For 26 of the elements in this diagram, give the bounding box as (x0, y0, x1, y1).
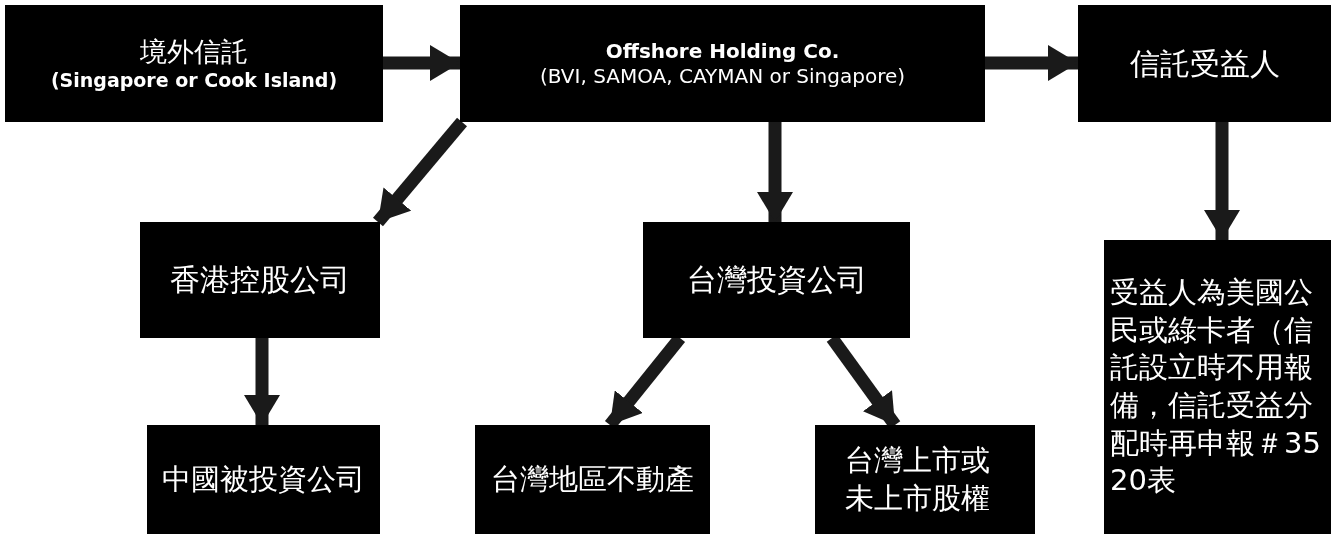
process-box (460, 5, 985, 122)
node-text: (BVI, SAMOA, CAYMAN or Singapore) (539, 63, 906, 89)
node-text: 受益人為美國公民或綠卡者（信託設立時不用報備，信託受益分配時再申報＃3520表 (1110, 273, 1322, 500)
process-box (5, 5, 383, 122)
process-box (475, 425, 710, 534)
arrow (244, 338, 280, 425)
arrow (373, 117, 467, 227)
node-text: (Singapore or Cook Island) (50, 68, 338, 93)
process-box (643, 222, 910, 338)
arrow (985, 45, 1078, 81)
arrow (1204, 122, 1240, 240)
process-box (1104, 240, 1331, 534)
arrow (383, 45, 460, 81)
node-text: 台灣上市或未上市股權 (845, 441, 991, 517)
node-text: 中國被投資公司 (162, 461, 365, 498)
node-text: Offshore Holding Co. (605, 38, 840, 64)
node-text: 境外信託 (140, 34, 248, 69)
process-box (1078, 5, 1331, 122)
node-text: 香港控股公司 (170, 261, 350, 299)
arrow (757, 122, 793, 222)
process-box (140, 222, 380, 338)
node-text: 台灣投資公司 (686, 261, 867, 299)
process-box (815, 425, 1035, 534)
node-text: 信託受益人 (1129, 44, 1280, 83)
process-box (147, 425, 380, 534)
node-text: 台灣地區不動產 (491, 461, 694, 498)
